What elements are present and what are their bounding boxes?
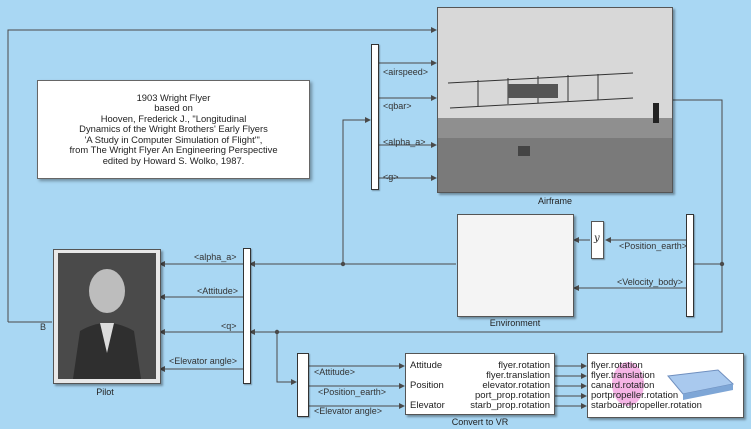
vr-input-label: flyer.rotation <box>591 360 643 371</box>
pilot-label: Pilot <box>96 387 114 397</box>
vr-input-label: starboardpropeller.rotation <box>591 400 702 411</box>
bus-label-position-earth: <Position_earth> <box>318 387 387 397</box>
convert-bus-selector[interactable] <box>297 353 309 417</box>
convert-output: flyer.rotation <box>498 360 550 371</box>
junction-dot <box>719 261 725 267</box>
pilot-portrait <box>58 253 156 379</box>
vr-sink-block[interactable]: flyer.rotation flyer.translation canard.… <box>587 353 744 418</box>
note-line: Dynamics of the Wright Brothers' Early F… <box>79 123 268 135</box>
signal-line <box>7 27 437 322</box>
convert-output: flyer.translation <box>486 370 550 381</box>
bus-label-qbar: <qbar> <box>383 101 412 111</box>
signal-line <box>249 99 723 335</box>
model-description-note: 1903 Wright Flyer based on Hooven, Frede… <box>37 80 310 179</box>
note-line: based on <box>154 102 193 114</box>
bus-label-attitude: <Attitude> <box>314 367 356 377</box>
bus-label-elevator-angle: <Elevator angle> <box>314 406 383 416</box>
environment-bus-selector[interactable] <box>686 214 694 317</box>
environment-label: Environment <box>489 318 541 328</box>
junction-dot <box>274 329 280 335</box>
environment-block[interactable] <box>457 214 574 317</box>
note-line: 1903 Wright Flyer <box>136 92 211 104</box>
bus-label-position-earth: <Position_earth> <box>619 241 688 251</box>
vr-input-label: portpropeller.rotation <box>591 390 679 401</box>
bus-label-elevator-angle: <Elevator angle> <box>169 356 238 366</box>
note-line: edited by Howard S. Wolko, 1987. <box>102 154 245 166</box>
vr-input-label: flyer.translation <box>591 370 655 381</box>
bus-label-velocity-body: <Velocity_body> <box>617 277 684 287</box>
airframe-bus-selector[interactable] <box>371 44 379 190</box>
convert-to-vr-label: Convert to VR <box>451 417 509 427</box>
note-line: Hooven, Frederick J., "Longitudinal <box>100 112 247 124</box>
note-line: from The Wright Flyer An Engineering Per… <box>69 144 278 156</box>
gain-block[interactable]: y <box>591 221 604 259</box>
note-line: 'A Study in Computer Simulation of Fligh… <box>84 133 263 145</box>
bus-label-q: <q> <box>221 321 237 331</box>
convert-input-position: Position <box>410 380 444 391</box>
convert-to-vr-block[interactable]: Attitude Position Elevator flyer.rotatio… <box>405 353 555 415</box>
bus-label-alpha-a: <alpha_a> <box>194 252 237 262</box>
convert-input-attitude: Attitude <box>410 360 443 371</box>
convert-output: elevator.rotation <box>482 380 550 391</box>
airframe-label: Airframe <box>537 196 572 206</box>
signal-line <box>276 332 297 385</box>
bus-label-g: <g> <box>383 172 399 182</box>
gain-symbol: y <box>594 233 600 244</box>
vr-input-label: canard.rotation <box>591 380 655 391</box>
bus-label-airspeed: <airspeed> <box>383 67 429 77</box>
wright-flyer-photo <box>438 8 672 192</box>
bus-label-attitude: <Attitude> <box>197 286 239 296</box>
pilot-port-label: B <box>40 322 47 332</box>
junction-dot <box>340 261 346 267</box>
signal-line <box>342 117 371 264</box>
pilot-bus-selector[interactable] <box>243 248 251 384</box>
bus-label-alpha-a: <alpha_a> <box>383 137 426 147</box>
airframe-block[interactable] <box>437 7 673 193</box>
convert-output: starb_prop.rotation <box>470 400 550 411</box>
convert-input-elevator: Elevator <box>410 400 445 411</box>
pilot-block[interactable] <box>53 249 161 384</box>
vr-scene-icon <box>612 362 735 406</box>
convert-output: port_prop.rotation <box>475 390 550 401</box>
